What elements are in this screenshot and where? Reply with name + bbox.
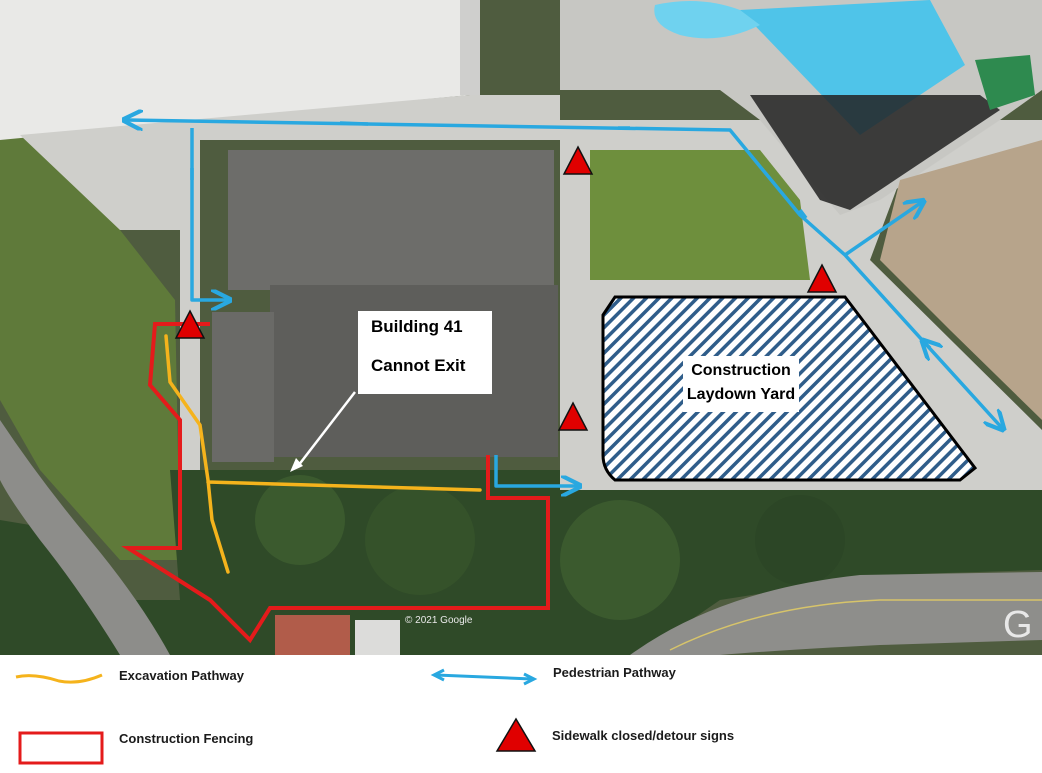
map-legend: Excavation Pathway Pedestrian Pathway Co…: [0, 655, 1042, 773]
tree-cluster: [255, 475, 345, 565]
building-41-label: Building 41 Cannot Exit: [358, 311, 492, 394]
detour-sign-icon: [562, 145, 594, 175]
tree-cluster: [365, 485, 475, 595]
grass-slope-left: [0, 135, 180, 560]
legend-fencing-label: Construction Fencing: [119, 731, 254, 746]
pointer-arrow: [297, 391, 356, 467]
tree-cluster: [755, 495, 845, 585]
red-roof-building: [275, 615, 350, 655]
pedestrian-path-line: [494, 455, 578, 486]
legend-signs-label: Sidewalk closed/detour signs: [552, 728, 735, 743]
detour-sign-icon: [806, 263, 838, 293]
tree-cluster: [560, 500, 680, 620]
detour-signs: [174, 145, 838, 431]
building-label-line1: Building 41: [371, 317, 463, 336]
road-south: [630, 572, 1042, 655]
green-canopy: [975, 55, 1035, 110]
pool-small: [654, 1, 760, 39]
yard-label-line1: Construction: [691, 362, 791, 379]
map-drawing: [0, 0, 1042, 655]
excavation-legend-swatch: [15, 673, 103, 684]
building-41-upper-roof: [228, 150, 554, 290]
legend-pedestrian-label: Pedestrian Pathway: [553, 665, 676, 680]
detour-sign-icon: [174, 309, 206, 339]
pedestrian-path-line: [844, 202, 922, 257]
building-41-wing: [212, 312, 274, 462]
road-west: [0, 420, 170, 655]
legend-excavation-label: Excavation Pathway: [119, 668, 244, 683]
detour-sign-icon: [557, 401, 589, 431]
pedestrian-legend-swatch: [430, 668, 538, 686]
aerial-map: Building 41 Cannot Exit Construction Lay…: [0, 0, 1042, 655]
roof-north-building: [0, 0, 470, 140]
pointer-arrowhead: [290, 458, 303, 472]
fencing-legend-swatch: [18, 731, 104, 765]
google-watermark: G: [1003, 604, 1033, 646]
pedestrian-path-line: [126, 120, 1002, 428]
pedestrian-path-chevrons: [190, 121, 930, 348]
laydown-yard-label: Construction Laydown Yard: [683, 356, 799, 412]
building-label-line2: Cannot Exit: [371, 356, 466, 375]
road-centerline: [669, 599, 1042, 651]
roof-edge: [460, 0, 480, 95]
small-building: [355, 620, 400, 655]
pedestrian-paths: [126, 120, 1002, 486]
detour-sign-legend-icon: [495, 717, 537, 752]
map-copyright: © 2021 Google: [405, 615, 473, 626]
pedestrian-path-line: [190, 128, 228, 300]
yard-label-line2: Laydown Yard: [686, 386, 796, 403]
